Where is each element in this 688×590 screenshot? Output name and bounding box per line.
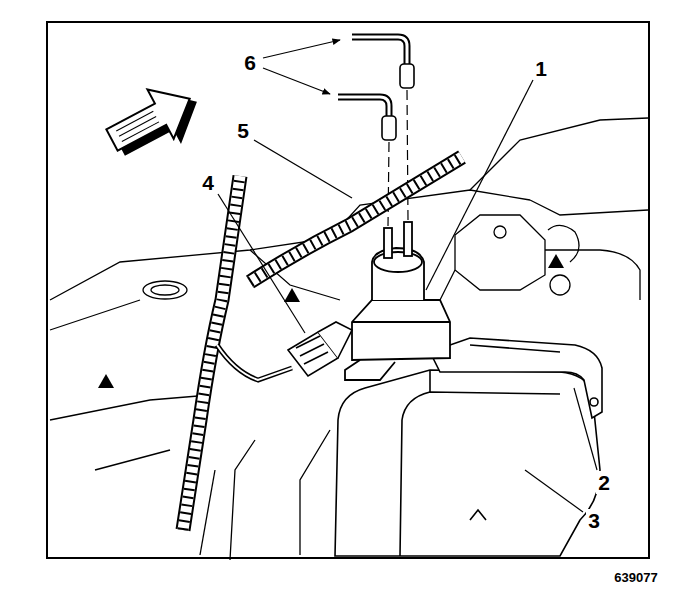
frame (47, 22, 649, 558)
wire-harness (183, 157, 462, 530)
bracket (430, 338, 602, 418)
callout-number: 6 (242, 51, 258, 74)
electrical-connector (288, 322, 352, 376)
solenoid (345, 222, 450, 380)
callout-number: 3 (586, 509, 602, 532)
callout-number: 4 (200, 171, 216, 194)
callout-number: 5 (235, 119, 251, 142)
reservoir (335, 370, 600, 556)
callout-number: 1 (533, 57, 549, 80)
figure-number: 639077 (612, 570, 659, 585)
front-arrow (99, 72, 211, 172)
engine-bay (50, 118, 648, 560)
leader-line (218, 40, 597, 512)
callout-number: 2 (596, 471, 612, 494)
